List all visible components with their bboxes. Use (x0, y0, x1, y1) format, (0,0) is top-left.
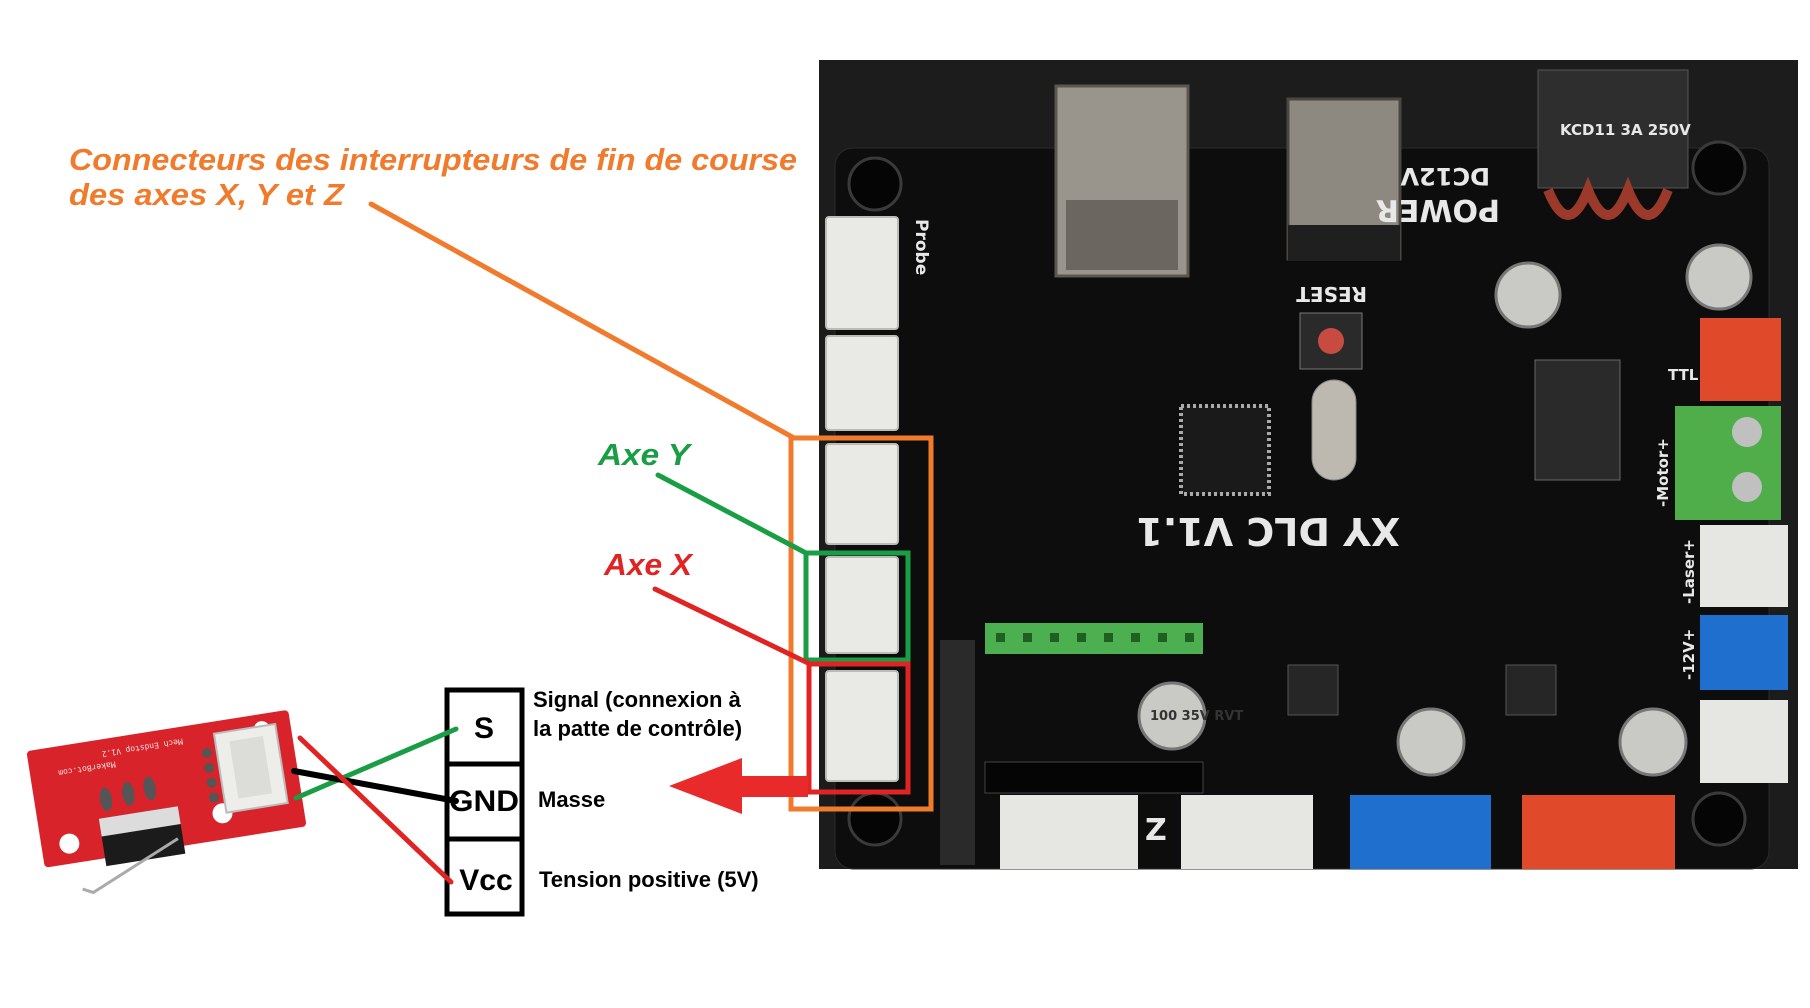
endstop-connectors-highlight (788, 435, 934, 812)
power-label: POWER (1376, 192, 1500, 227)
fuse-holder (1537, 69, 1689, 189)
model-label: XY DLC V1.1 (1136, 509, 1400, 553)
fuse-label: KCD11 3A 250V (1560, 121, 1691, 139)
axe-y-highlight (803, 550, 911, 663)
signal-description-1: Signal (connexion à (533, 687, 742, 712)
ttl-connector (1700, 318, 1781, 401)
endstop-module-photo: Mech Endstop V1.2 MakerBot.com (26, 710, 307, 895)
pin-gnd: GND (449, 785, 519, 818)
voltage-label: DC12V (1400, 162, 1490, 190)
laser-connector (1700, 525, 1788, 607)
probe-label: Probe (911, 219, 931, 275)
laser-label: -Laser+ (1680, 539, 1698, 604)
red-arrow (669, 758, 808, 814)
vcc-description: Tension positive (5V) (539, 867, 759, 892)
12v-connector (1700, 615, 1788, 690)
motor-label: -Motor+ (1654, 438, 1672, 507)
ttl-label: TTL (1668, 366, 1699, 384)
12v-label: -12V+ (1680, 629, 1698, 680)
wire-gnd (291, 768, 459, 804)
reset-label: RESET (1296, 282, 1367, 306)
capacitors (1137, 243, 1753, 777)
signal-description-2: la patte de contrôle) (533, 716, 742, 741)
gnd-description: Masse (538, 787, 605, 812)
mcu-chip (1179, 404, 1271, 496)
title-line-2: des axes X, Y et Z (69, 177, 345, 212)
axe-x-label: Axe X (603, 547, 694, 582)
endstop-connectors (825, 216, 899, 782)
mounting-holes (847, 140, 1747, 847)
axe-y-leader-line (655, 472, 809, 556)
motor-terminal (1675, 406, 1781, 520)
wire-vcc (297, 735, 454, 885)
z-label: Z (1145, 813, 1167, 848)
controller-board-photo: KCD11 3A 250V POWER DC12V RESET XY DLC V… (819, 60, 1798, 870)
wire-signal (293, 726, 459, 801)
pinout-table: S GND Vcc (444, 687, 525, 917)
axe-x-highlight (806, 661, 911, 795)
pin-s: S (474, 712, 494, 745)
orange-leader-line (368, 201, 797, 441)
green-header (985, 623, 1203, 654)
title-line-1: Connecteurs des interrupteurs de fin de … (69, 142, 797, 177)
axe-y-label: Axe Y (597, 437, 694, 472)
axe-x-leader-line (652, 586, 811, 666)
pin-vcc: Vcc (459, 864, 512, 897)
capacitor-label: 100 35V RVT (1150, 709, 1243, 724)
